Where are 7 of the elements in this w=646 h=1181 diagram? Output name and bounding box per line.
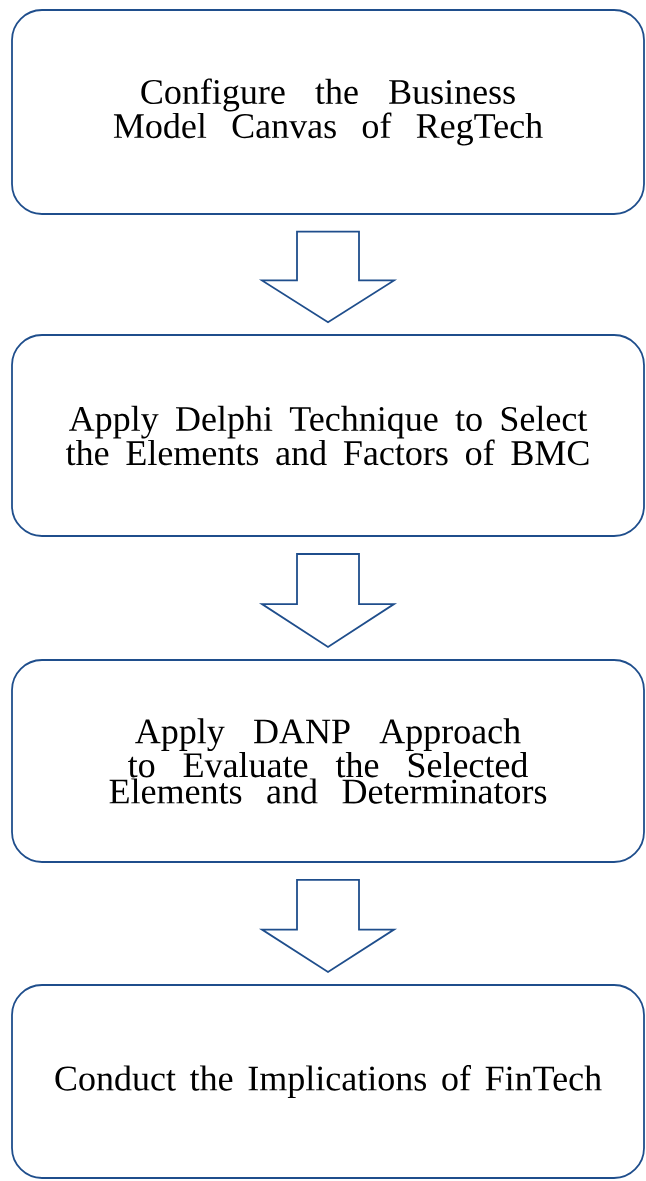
block-arrow (258, 879, 398, 974)
process-box: Apply Delphi Technique to Select the Elements and Factors of BMC (11, 334, 645, 537)
process-box: Apply DANP Approach to Evaluate the Selected Elements and Determinators (11, 659, 645, 863)
block-arrow (258, 553, 398, 648)
block-arrow (258, 230, 398, 324)
process-box: Configure the Business Model Canvas of RegTech (11, 9, 645, 215)
process-box: Conduct the Implications of FinTech (11, 984, 645, 1179)
